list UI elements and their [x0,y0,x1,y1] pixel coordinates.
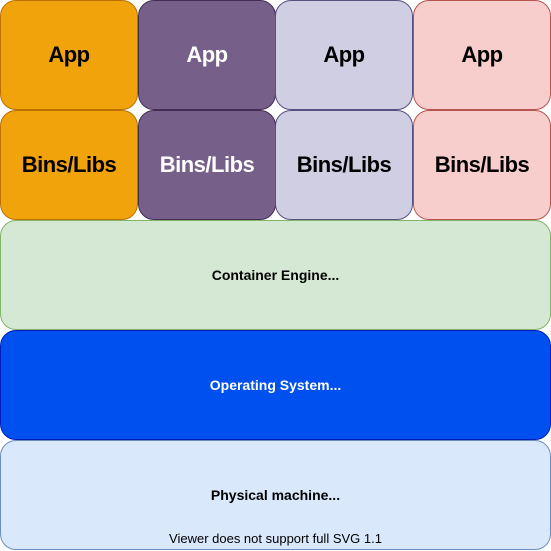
bins-libs-label-4: Bins/Libs [434,152,530,177]
bins-libs-label-3: Bins/Libs [296,152,392,177]
bins-libs-box-4: Bins/Libs [413,110,551,220]
app-label-1: App [48,42,90,67]
app-box-4: App [413,0,551,110]
app-box-1: App [0,0,138,110]
bins-libs-box-3: Bins/Libs [275,110,413,220]
app-box-3: App [275,0,413,110]
app-label-2: App [186,42,228,67]
bins-libs-label-1: Bins/Libs [21,152,117,177]
operating-system-layer: Operating System... [0,330,551,440]
operating-system-label: Operating System... [209,377,342,393]
app-label-4: App [461,42,503,67]
physical-machine-layer: Physical machine... [0,440,551,550]
app-label-3: App [323,42,365,67]
bins-libs-label-2: Bins/Libs [159,152,255,177]
container-engine-layer: Container Engine... [0,220,551,330]
svg-support-notice: Viewer does not support full SVG 1.1 [169,531,382,546]
app-box-2: App [138,0,276,110]
bins-libs-box-1: Bins/Libs [0,110,138,220]
physical-machine-label: Physical machine... [210,487,341,503]
bins-libs-box-2: Bins/Libs [138,110,276,220]
container-engine-label: Container Engine... [211,267,340,283]
